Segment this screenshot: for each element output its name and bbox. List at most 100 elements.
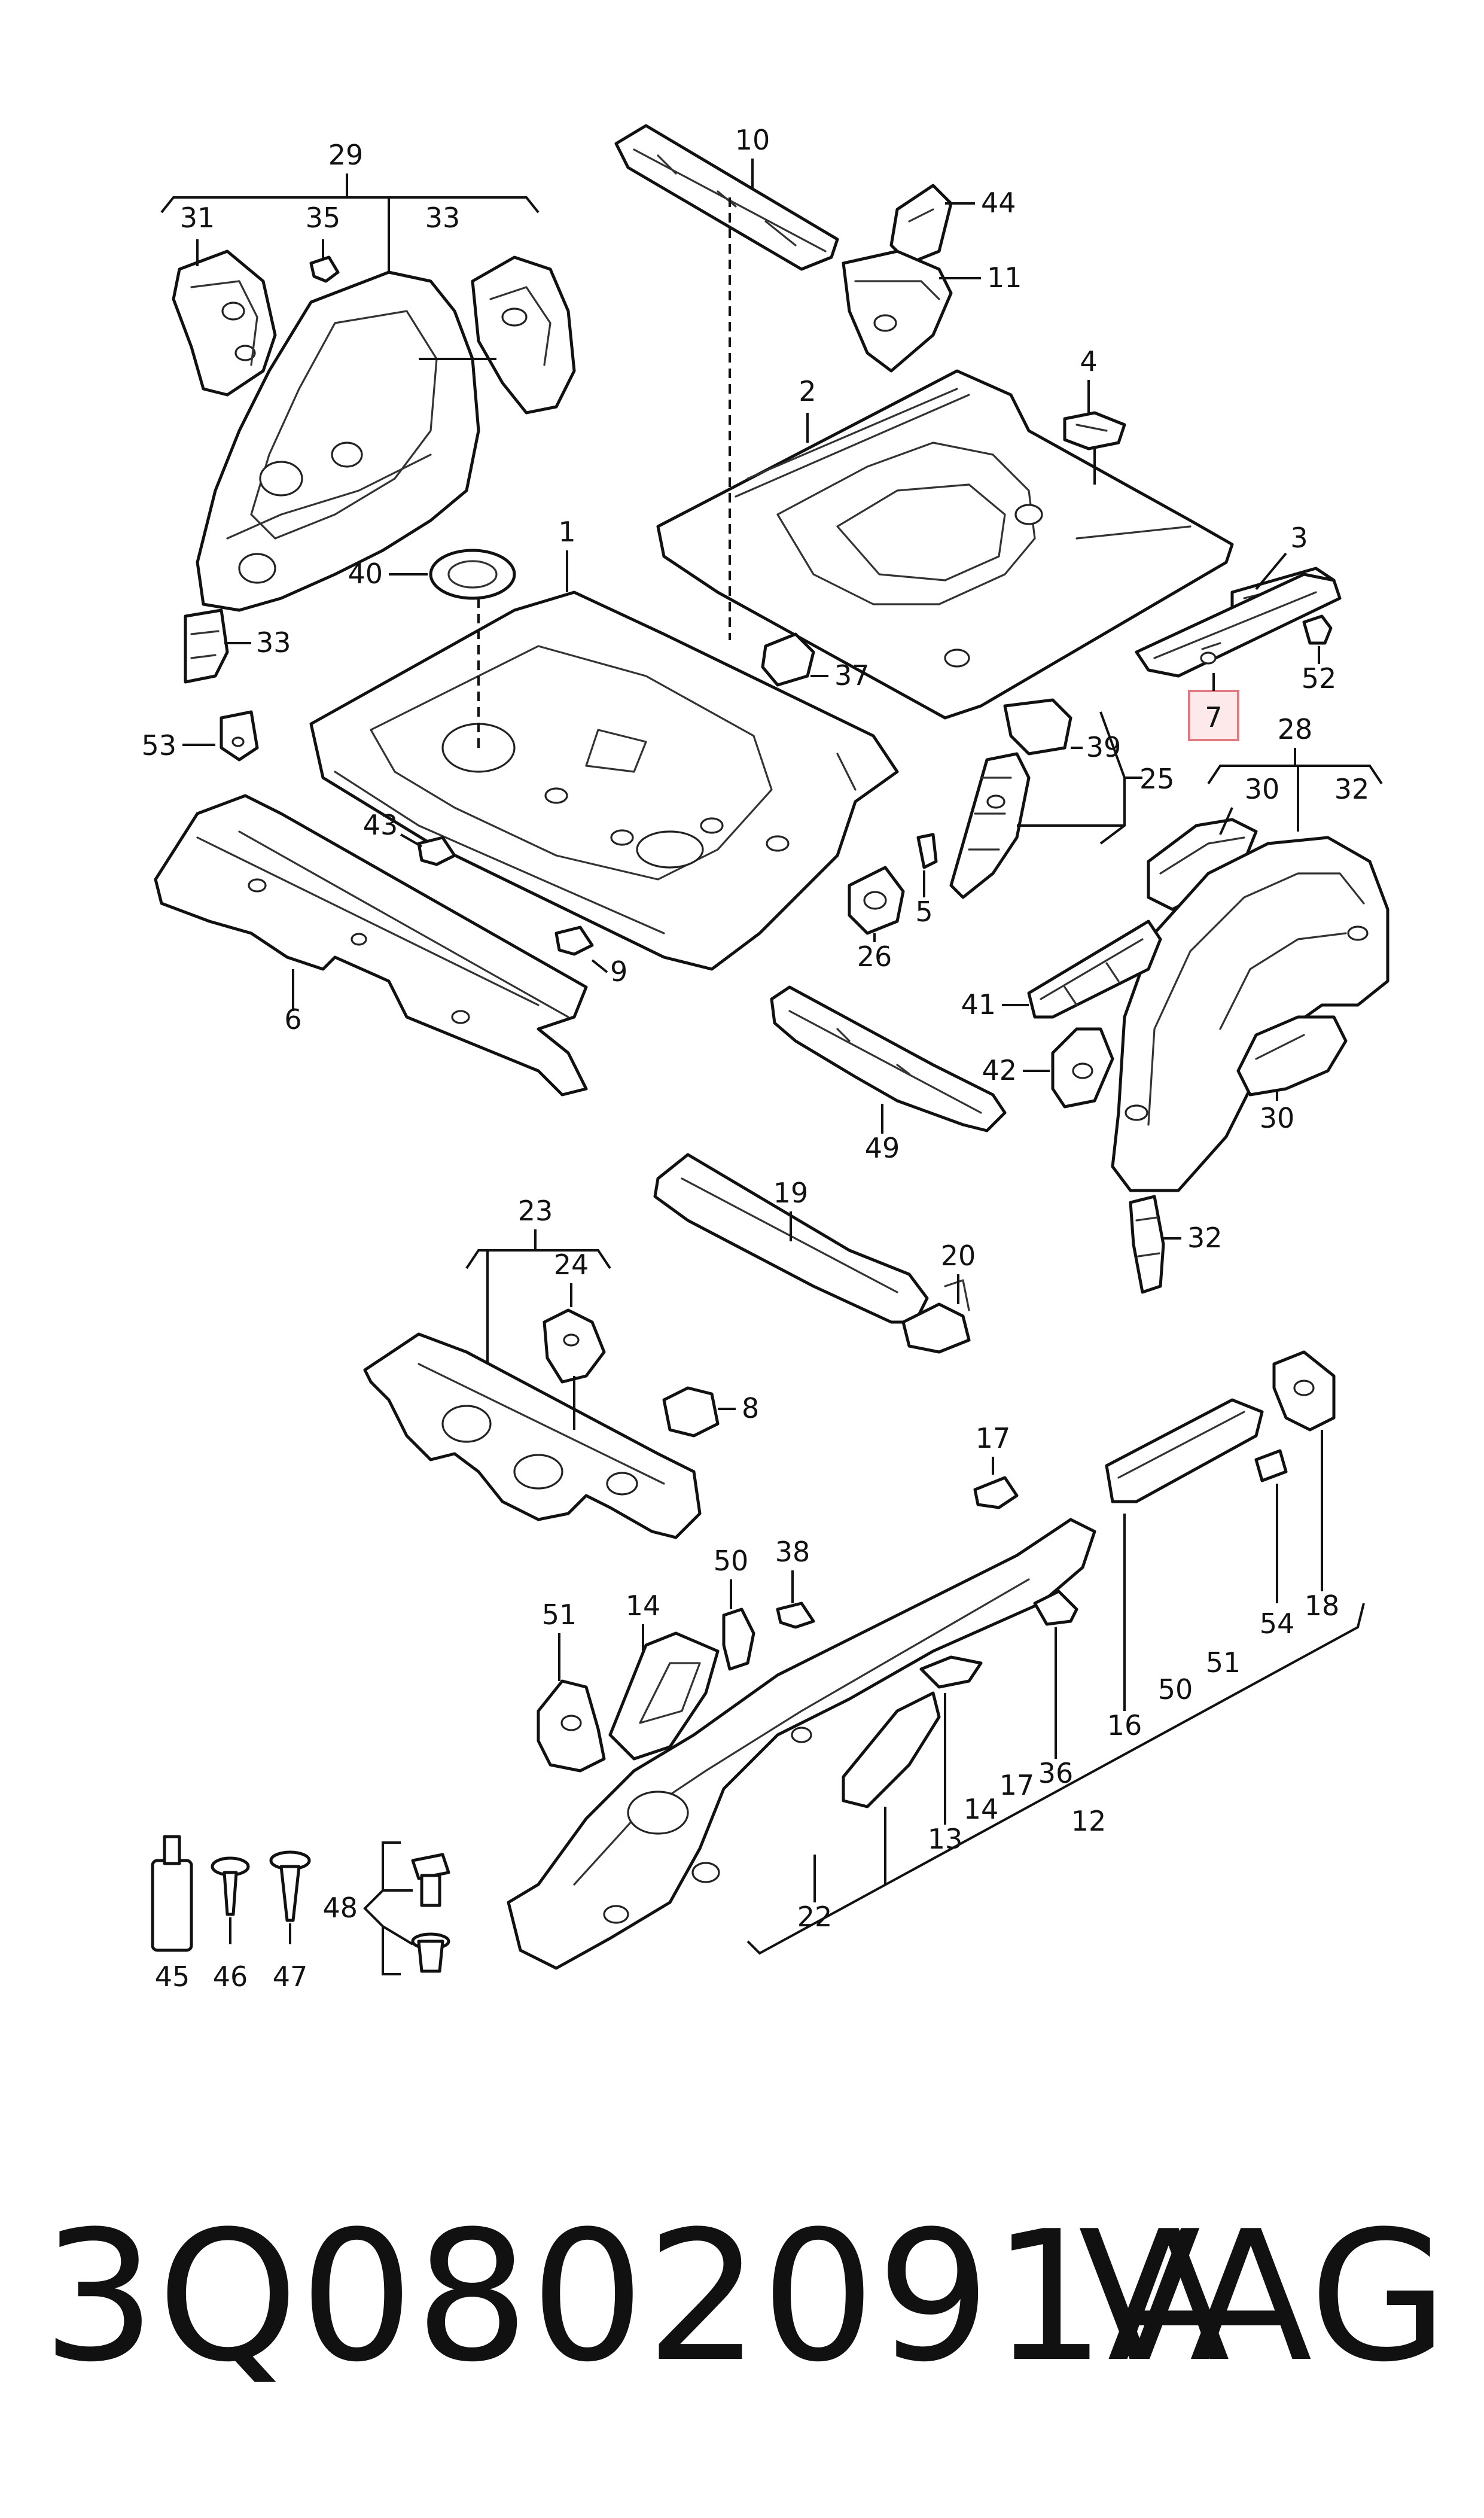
part-26-bracket xyxy=(848,866,905,935)
part-45-sealant-bottle xyxy=(151,1835,193,1952)
callout-23: 23 xyxy=(518,1195,553,1227)
part-44-bracket xyxy=(889,184,953,265)
part-33-upper-reinforcement xyxy=(471,255,576,415)
part-23-rear-cross-panel xyxy=(363,1332,702,1539)
callout-52: 52 xyxy=(1302,662,1337,695)
callout-18: 18 xyxy=(1305,1590,1340,1622)
callout-9: 9 xyxy=(610,955,627,988)
callout-16: 16 xyxy=(1107,1709,1142,1741)
callout-4: 4 xyxy=(1080,345,1097,377)
part-13-bracket xyxy=(842,1691,941,1808)
part-52-clip xyxy=(1302,614,1333,645)
brand-label: VAG xyxy=(1078,2193,1448,2401)
callout-20: 20 xyxy=(941,1240,976,1272)
part-35-clip xyxy=(309,255,340,283)
part-number: 3Q0802091A xyxy=(42,2193,1232,2401)
callout-17-top: 17 xyxy=(976,1422,1011,1454)
part-42-bracket xyxy=(1051,1027,1114,1109)
callout-28: 28 xyxy=(1278,713,1313,745)
callout-53: 53 xyxy=(141,729,176,762)
part-43-clip xyxy=(417,836,456,866)
callout-47: 47 xyxy=(273,1960,308,1993)
part-54-plate xyxy=(1254,1449,1288,1482)
part-5-clip xyxy=(916,833,938,869)
part-28-wheelhouse-outer xyxy=(1111,836,1389,1192)
callout-44: 44 xyxy=(981,187,1016,219)
callout-8: 8 xyxy=(742,1392,759,1424)
part-14-bracket xyxy=(608,1631,720,1761)
part-46-screw xyxy=(211,1856,250,1916)
part-6-side-member xyxy=(154,794,588,1097)
part-49-cross-member xyxy=(770,985,1007,1132)
part-53-bracket xyxy=(220,710,259,762)
callout-29: 29 xyxy=(328,139,364,171)
footer: 3Q0802091A VAG xyxy=(0,2208,1484,2387)
callout-51-top: 51 xyxy=(542,1599,577,1631)
part-4-cap xyxy=(1063,411,1126,450)
callout-24: 24 xyxy=(554,1249,589,1281)
callout-40: 40 xyxy=(348,558,383,590)
part-25-pillar xyxy=(949,752,1031,899)
callout-39: 39 xyxy=(1086,731,1122,763)
callout-45: 45 xyxy=(155,1960,190,1993)
callout-42: 42 xyxy=(982,1054,1017,1086)
callout-38: 38 xyxy=(775,1536,810,1568)
callout-7-highlight-box xyxy=(1188,690,1239,741)
callout-48: 48 xyxy=(322,1892,358,1924)
callout-1: 1 xyxy=(558,516,575,548)
callout-25: 25 xyxy=(1139,763,1175,795)
callout-49: 49 xyxy=(865,1132,900,1164)
callout-36: 36 xyxy=(1038,1757,1074,1789)
leader-29 xyxy=(160,173,540,272)
part-31-bracket xyxy=(172,249,277,397)
callout-10: 10 xyxy=(735,124,770,156)
callout-46: 46 xyxy=(213,1960,248,1993)
callout-30-top: 30 xyxy=(1245,773,1280,805)
part-38-clip xyxy=(776,1601,815,1629)
part-47-screw xyxy=(269,1850,311,1922)
callout-37: 37 xyxy=(834,659,870,692)
callout-13: 13 xyxy=(928,1823,963,1855)
part-39-bracket xyxy=(1003,698,1072,756)
part-13-cap xyxy=(919,1655,983,1689)
part-10-cross-member xyxy=(614,124,839,271)
callout-51-bottom: 51 xyxy=(1206,1646,1241,1679)
callout-14-bottom: 14 xyxy=(964,1793,999,1825)
part-7-strip xyxy=(1135,573,1342,678)
part-32-lower-bracket xyxy=(1129,1195,1165,1294)
callout-50-bottom: 50 xyxy=(1158,1673,1193,1706)
callout-32-top: 32 xyxy=(1334,773,1370,805)
callout-30-lower: 30 xyxy=(1260,1102,1295,1134)
part-50-bracket xyxy=(722,1607,755,1671)
callout-2: 2 xyxy=(799,375,816,407)
part-41-bracket xyxy=(1027,919,1162,1019)
part-24-bracket xyxy=(543,1308,606,1384)
part-36-bracket xyxy=(1033,1590,1078,1626)
part-1-spare-wheel-well xyxy=(309,590,899,971)
callout-35: 35 xyxy=(306,202,341,234)
part-33-lower-bracket xyxy=(184,608,229,684)
leader-12-group xyxy=(746,1603,1365,1955)
part-48-bolts xyxy=(411,1853,450,1973)
callout-32-lower: 32 xyxy=(1187,1222,1223,1254)
callout-54: 54 xyxy=(1260,1607,1295,1640)
part-9-clip xyxy=(554,925,594,956)
callout-31: 31 xyxy=(180,202,215,234)
part-17-clip xyxy=(973,1476,1019,1509)
part-16-extension xyxy=(1105,1398,1264,1503)
callout-7: 7 xyxy=(1205,701,1222,733)
part-37-bracket xyxy=(761,632,815,687)
part-20-bracket xyxy=(901,1279,971,1354)
callout-43: 43 xyxy=(363,809,398,841)
callout-14-top: 14 xyxy=(626,1590,661,1622)
callout-33-lower: 33 xyxy=(256,626,291,659)
part-8-bracket xyxy=(662,1386,720,1438)
callout-41: 41 xyxy=(961,988,996,1021)
part-40-grommet xyxy=(429,549,516,600)
part-11-bracket xyxy=(842,249,953,373)
part-2-rear-floor-pan xyxy=(656,369,1234,720)
part-29-wheelhouse-panel xyxy=(196,270,480,612)
part-30-lower-shield xyxy=(1236,1015,1348,1097)
callout-5: 5 xyxy=(915,896,933,928)
